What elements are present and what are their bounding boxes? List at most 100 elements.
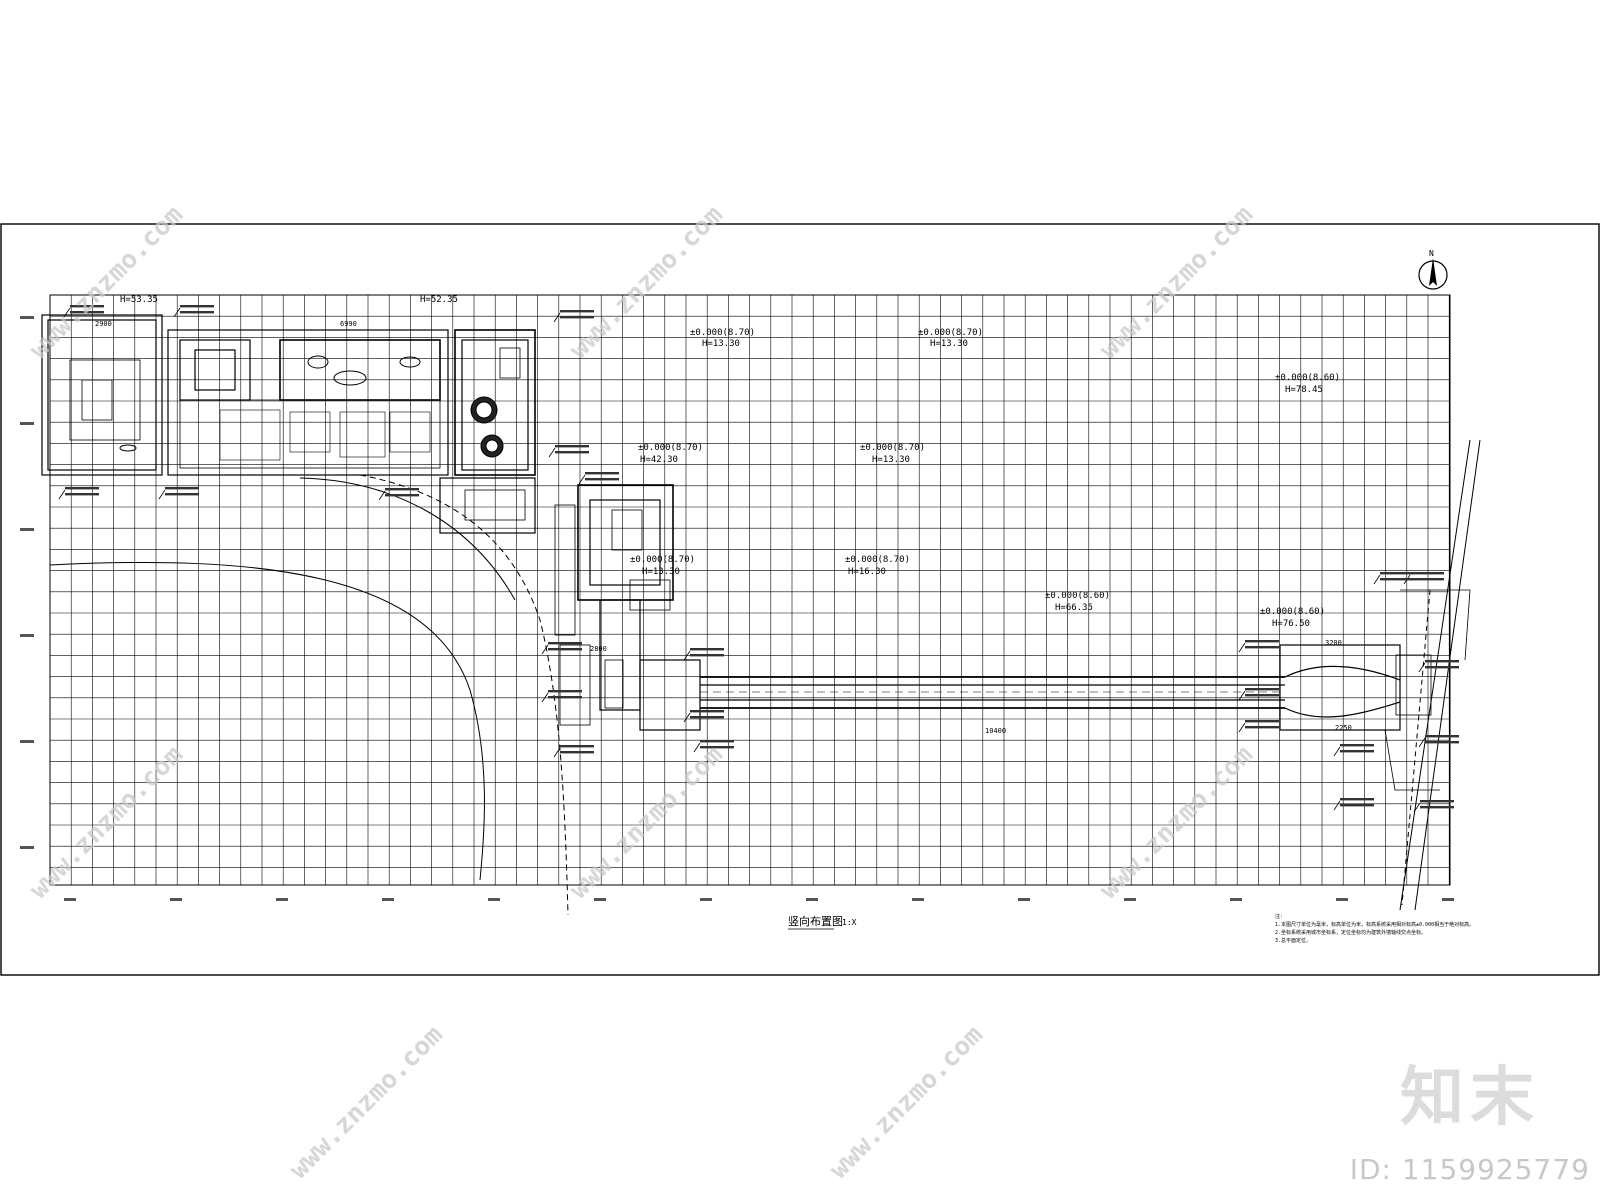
callout-text-stub	[65, 487, 99, 490]
tick-mark	[20, 316, 34, 319]
callout-text-stub	[690, 654, 724, 657]
callout-leader	[1333, 746, 1341, 757]
callout-text-stub	[560, 310, 594, 313]
callout-text-stub	[1420, 806, 1454, 809]
height-label: H=53.35	[120, 295, 158, 305]
note-line: 2.坐标系统采用城市坐标系，定位坐标均为建筑外墙轴线交点坐标。	[1275, 929, 1426, 936]
callout-text-stub	[560, 745, 594, 748]
watermark-overlay: www.znzmo.com www.znzmo.com www.znzmo.co…	[24, 200, 1259, 1185]
callout-leader	[541, 692, 549, 703]
callout-leader	[578, 474, 586, 485]
callout-leader	[553, 747, 561, 758]
callout-text-stub	[548, 648, 582, 651]
callout-text-stub	[1245, 694, 1279, 697]
tick-mark	[382, 898, 394, 901]
callout-text-stub	[1245, 720, 1279, 723]
callout-text-stub	[700, 746, 734, 749]
callout-text-stub	[1245, 646, 1279, 649]
dimension-label: 3200	[1325, 639, 1342, 647]
tick-mark	[1336, 898, 1348, 901]
dimension-label: 2900	[95, 320, 112, 328]
callout-text-stub	[555, 451, 589, 454]
tick-mark	[594, 898, 606, 901]
watermark-id: ID: 1159925779	[1349, 1153, 1590, 1186]
callout-text-stub	[585, 472, 619, 475]
callout-text-stub	[690, 716, 724, 719]
callout-leader	[683, 650, 691, 661]
tick-mark	[64, 898, 76, 901]
tick-mark	[20, 422, 34, 425]
callout-text-stub	[1380, 572, 1414, 575]
callout-text-stub	[1420, 800, 1454, 803]
callout-text-stub	[1340, 804, 1374, 807]
tick-mark	[20, 740, 34, 743]
height-label: H=13.30	[702, 339, 740, 349]
callout-text-stub	[385, 488, 419, 491]
callout-leader	[683, 712, 691, 723]
callout-text-stub	[1245, 726, 1279, 729]
callout-text-stub	[70, 305, 104, 308]
callout-text-stub	[1340, 744, 1374, 747]
coordinate-callouts	[58, 305, 1459, 813]
callout-leader	[378, 490, 386, 501]
tick-mark	[912, 898, 924, 901]
height-label: H=78.45	[1285, 385, 1323, 395]
callout-leader	[541, 644, 549, 655]
callout-leader	[173, 307, 181, 318]
watermark-text: www.znzmo.com	[564, 740, 729, 905]
callout-leader	[1413, 802, 1421, 813]
callout-text-stub	[690, 648, 724, 651]
callout-leader	[553, 312, 561, 323]
callout-text-stub	[548, 642, 582, 645]
callout-leader	[1373, 574, 1381, 585]
height-label: H=42.30	[640, 455, 678, 465]
tick-mark	[1442, 898, 1454, 901]
callout-text-stub	[385, 494, 419, 497]
callout-leader	[548, 447, 556, 458]
tick-mark	[276, 898, 288, 901]
tick-mark	[1018, 898, 1030, 901]
drawing-frame	[0, 223, 1600, 976]
callout-text-stub	[1425, 735, 1459, 738]
elevation-label: ±0.000(8.60)	[1045, 591, 1110, 601]
height-label: H=76.50	[1272, 619, 1310, 629]
elevation-label: ±0.000(8.70)	[918, 328, 983, 338]
callout-leader	[693, 742, 701, 753]
height-label: H=16.30	[848, 567, 886, 577]
callout-leader	[58, 489, 66, 500]
callout-text-stub	[548, 696, 582, 699]
coordinate-grid	[49, 294, 1451, 886]
tick-mark	[20, 634, 34, 637]
elevation-label: ±0.000(8.70)	[638, 443, 703, 453]
height-label: H=13.30	[930, 339, 968, 349]
height-label: H=13.30	[872, 455, 910, 465]
callout-text-stub	[560, 751, 594, 754]
elevation-annotations: ±0.000(8.70) ±0.000(8.70) ±0.000(8.60) ±…	[95, 295, 1352, 735]
watermark-text: www.znzmo.com	[1094, 740, 1259, 905]
dimension-label: 2250	[1335, 724, 1352, 732]
watermark-text: www.znzmo.com	[284, 1020, 449, 1185]
tick-mark	[1230, 898, 1242, 901]
elevation-label: ±0.000(8.70)	[845, 555, 910, 565]
road-curves	[49, 439, 1481, 916]
callout-leader	[63, 307, 71, 318]
callout-text-stub	[165, 487, 199, 490]
callout-text-stub	[700, 740, 734, 743]
callout-leader	[1333, 800, 1341, 811]
drawing-title-block: 竖向布置图 1:X	[788, 914, 857, 930]
watermark-text: www.znzmo.com	[824, 1020, 989, 1185]
drawing-scale: 1:X	[842, 918, 857, 927]
elevation-label: ±0.000(8.60)	[1275, 373, 1340, 383]
callout-text-stub	[1410, 578, 1444, 581]
height-label: H=52.35	[420, 295, 458, 305]
callout-leader	[1238, 722, 1246, 733]
callout-text-stub	[180, 305, 214, 308]
callout-text-stub	[1380, 578, 1414, 581]
callout-text-stub	[560, 316, 594, 319]
callout-text-stub	[70, 311, 104, 314]
dimension-label: 2800	[590, 645, 607, 653]
callout-text-stub	[1425, 666, 1459, 669]
callout-leader	[1238, 642, 1246, 653]
height-label: H=66.35	[1055, 603, 1093, 613]
elevation-label: ±0.000(8.70)	[690, 328, 755, 338]
